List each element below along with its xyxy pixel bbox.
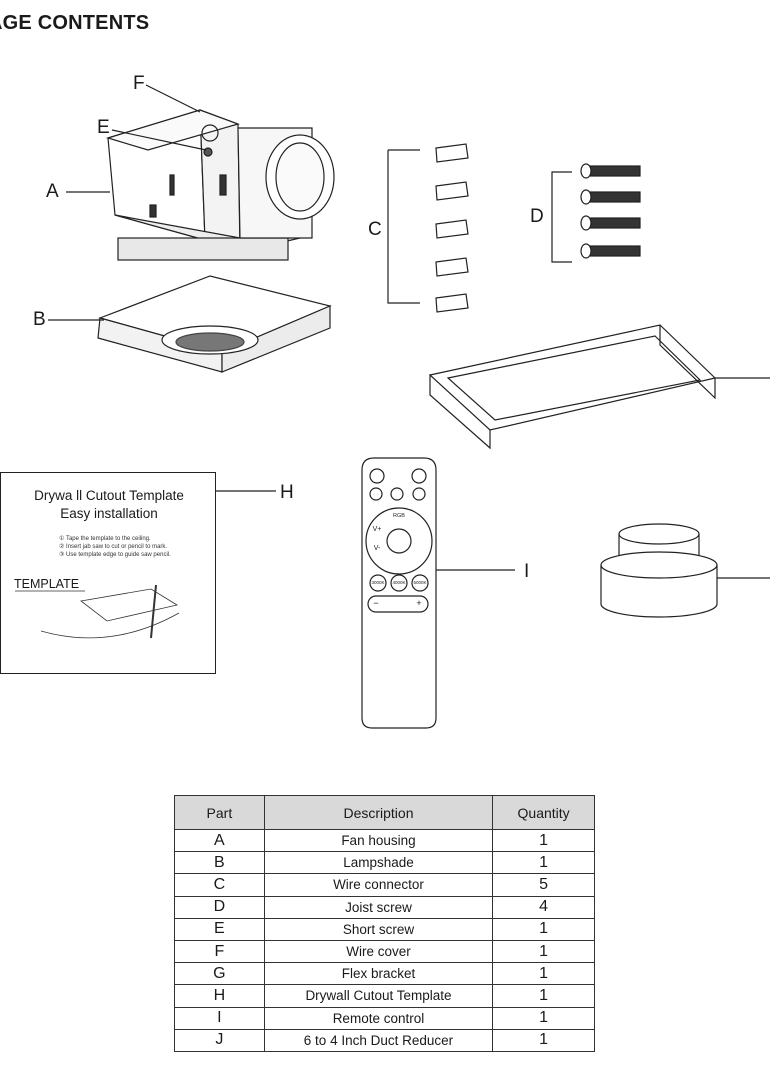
template-title-line1: Drywa ll Cutout Template	[34, 488, 184, 503]
lampshade-illustration	[97, 275, 332, 373]
cell-quantity: 1	[492, 939, 595, 964]
template-drawing	[15, 584, 180, 639]
template-steps: ① Tape the template to the ceiling. ② In…	[59, 535, 171, 559]
remote-cct-3000k: 3000K	[371, 580, 385, 585]
callout-a: A	[46, 181, 59, 202]
table-row: I Remote control 1	[174, 1006, 595, 1030]
cell-description: Joist screw	[263, 895, 494, 919]
duct-reducer-illustration	[600, 523, 770, 618]
header-description: Description	[263, 795, 494, 830]
cell-part: A	[174, 828, 265, 853]
table-row: J 6 to 4 Inch Duct Reducer 1	[174, 1028, 595, 1052]
table-row: B Lampshade 1	[174, 851, 595, 875]
table-row: H Drywall Cutout Template 1	[174, 984, 595, 1008]
template-title: Drywa ll Cutout Template Easy installati…	[1, 487, 217, 523]
cell-quantity: 1	[492, 828, 595, 853]
table-row: C Wire connector 5	[174, 873, 595, 897]
cell-description: Lampshade	[263, 851, 494, 875]
callout-b: B	[33, 309, 46, 330]
cell-description: Remote control	[263, 1006, 494, 1030]
cell-part: E	[174, 917, 265, 941]
cell-quantity: 1	[492, 1028, 595, 1052]
remote-cct-5000k: 5000K	[413, 580, 427, 585]
wire-connector-illustration	[387, 143, 469, 313]
table-row: G Flex bracket 1	[174, 962, 595, 986]
package-illustration	[48, 84, 770, 729]
cell-description: Drywall Cutout Template	[263, 984, 494, 1008]
cell-quantity: 4	[492, 895, 595, 919]
template-step: ③ Use template edge to guide saw pencil.	[59, 552, 171, 558]
cell-description: Wire cover	[263, 939, 494, 964]
remote-plus-label: +	[416, 598, 422, 608]
cell-part: B	[174, 851, 265, 875]
table-row: F Wire cover 1	[174, 939, 595, 964]
cell-part: D	[174, 895, 265, 919]
template-step: ② Insert jab saw to cut or pencil to mar…	[59, 544, 168, 550]
template-title-line2: Easy installation	[60, 506, 158, 521]
cell-part: H	[174, 984, 265, 1008]
table-row: E Short screw 1	[174, 917, 595, 941]
header-part: Part	[174, 795, 265, 830]
cell-quantity: 1	[492, 917, 595, 941]
cell-part: J	[174, 1028, 265, 1052]
cell-description: Short screw	[263, 917, 494, 941]
remote-minus-label: −	[373, 598, 379, 608]
cell-part: C	[174, 873, 265, 897]
drywall-template-card: Drywa ll Cutout Template Easy installati…	[0, 472, 216, 674]
table-header-row: Part Description Quantity	[174, 795, 595, 830]
remote-vminus-label: V-	[373, 545, 381, 552]
callout-f: F	[133, 73, 145, 94]
cell-quantity: 1	[492, 984, 595, 1008]
callout-e: E	[97, 117, 110, 138]
callout-c: C	[368, 219, 382, 240]
cell-part: G	[174, 962, 265, 986]
fan-housing-illustration	[105, 109, 335, 261]
cell-quantity: 1	[492, 1006, 595, 1030]
header-quantity: Quantity	[492, 795, 595, 830]
page-heading: AGE CONTENTS	[0, 12, 150, 34]
cell-description: Flex bracket	[263, 962, 494, 986]
joist-screw-illustration	[551, 163, 641, 263]
parts-table: Part Description Quantity A Fan housing …	[174, 795, 595, 1052]
cell-quantity: 5	[492, 873, 595, 897]
remote-illustration	[361, 457, 515, 729]
table-row: A Fan housing 1	[174, 828, 595, 853]
cell-description: Wire connector	[263, 873, 494, 897]
cell-description: Fan housing	[263, 828, 494, 853]
remote-rgb-label: RGB	[393, 513, 405, 519]
callout-d: D	[530, 206, 544, 227]
remote-cct-4000k: 4000K	[392, 580, 406, 585]
cell-description: 6 to 4 Inch Duct Reducer	[263, 1028, 494, 1052]
callout-h: H	[280, 482, 294, 503]
cell-part: F	[174, 939, 265, 964]
flex-bracket-illustration	[428, 324, 770, 450]
cell-part: I	[174, 1006, 265, 1030]
cell-quantity: 1	[492, 851, 595, 875]
template-step: ① Tape the template to the ceiling.	[59, 536, 151, 542]
callout-i: I	[524, 561, 530, 582]
cell-quantity: 1	[492, 962, 595, 986]
table-row: D Joist screw 4	[174, 895, 595, 919]
remote-vplus-label: V+	[372, 526, 382, 533]
template-label: TEMPLATE	[14, 577, 80, 591]
